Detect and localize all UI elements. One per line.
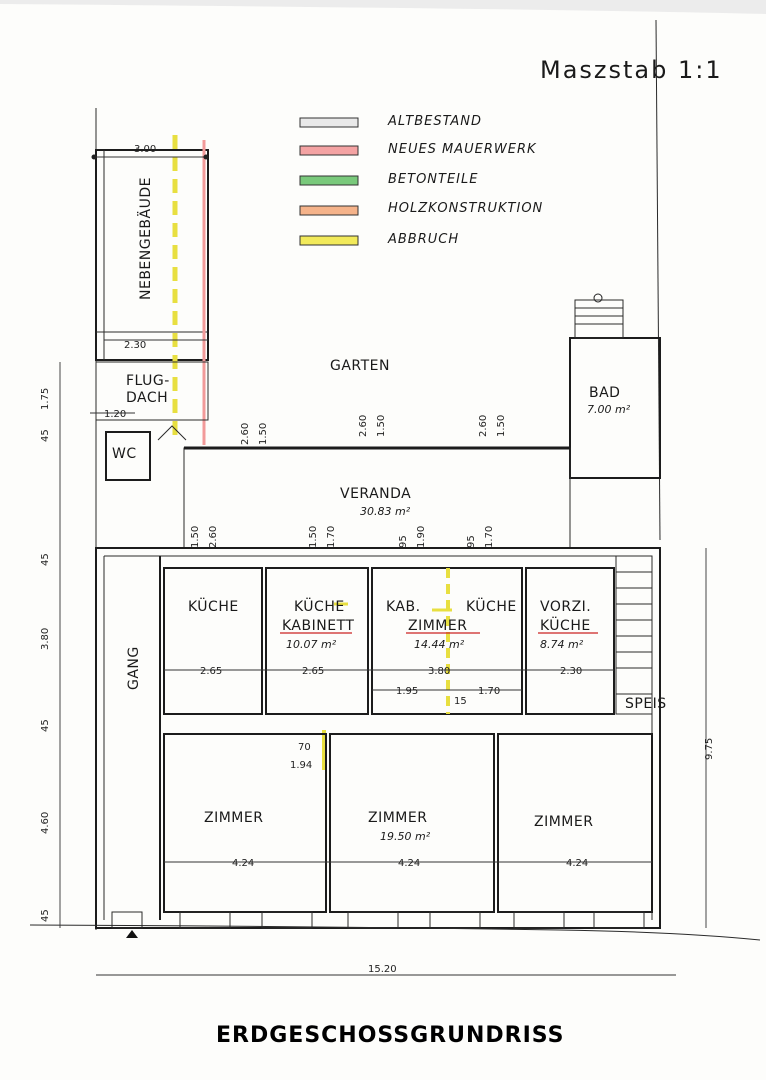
dim-door4-a: 95 bbox=[466, 535, 477, 548]
room-label-zimmer-mid: ZIMMER bbox=[408, 618, 467, 634]
dim-door3-a: 95 bbox=[398, 535, 409, 548]
dim-total-width: 15.20 bbox=[368, 964, 397, 975]
room-label-kueche-2: KÜCHE bbox=[294, 597, 345, 615]
dim-wall-15: 15 bbox=[454, 696, 467, 707]
legend-label-altbestand: ALTBESTAND bbox=[387, 114, 482, 129]
area-bad: 7.00 m² bbox=[587, 403, 631, 416]
legend-swatch-betonteile bbox=[299, 175, 359, 186]
dim-win3-b: 1.50 bbox=[496, 415, 507, 437]
room-label-kab: KAB. bbox=[386, 599, 421, 615]
dim-left-45c: 45 bbox=[40, 719, 51, 732]
dim-door5-a: 70 bbox=[298, 742, 311, 753]
room-label-bad: BAD bbox=[589, 385, 620, 401]
legend-swatch-altbestand bbox=[299, 117, 359, 128]
legend: ALTBESTAND NEUES MAUERWERK BETONTEILE HO… bbox=[299, 114, 543, 247]
room-zimmer-1 bbox=[163, 733, 327, 913]
drawing-title: ERDGESCHOSSGRUNDRISS bbox=[216, 1023, 565, 1048]
area-kabinett: 10.07 m² bbox=[286, 638, 337, 651]
dim-win1-a: 2.60 bbox=[240, 423, 251, 445]
area-zimmer-mid: 14.44 m² bbox=[414, 638, 465, 651]
dim-win3-a: 2.60 bbox=[478, 415, 489, 437]
dim-width-zimmer-2: 4.24 bbox=[398, 858, 420, 869]
room-label-garten: GARTEN bbox=[330, 358, 390, 374]
street-windows bbox=[111, 911, 645, 929]
room-label-gang: GANG bbox=[126, 646, 142, 690]
legend-label-holzkonstruktion: HOLZKONSTRUKTION bbox=[388, 201, 543, 216]
dim-width-zimmer-3: 4.24 bbox=[566, 858, 588, 869]
dim-width-170: 1.70 bbox=[478, 686, 500, 697]
stair-treads bbox=[616, 571, 652, 669]
room-label-kueche-3: KÜCHE bbox=[466, 597, 517, 615]
nebengebaeude: NEBENGEBÄUDE bbox=[95, 135, 209, 445]
legend-swatch-holzkonstruktion bbox=[299, 205, 359, 216]
dim-left-175: 1.75 bbox=[40, 388, 51, 410]
room-vorzimmer bbox=[525, 567, 615, 715]
room-label-zimmer-1: ZIMMER bbox=[204, 810, 263, 826]
area-zimmer-2: 19.50 m² bbox=[380, 830, 431, 843]
room-label-nebengebaeude: NEBENGEBÄUDE bbox=[136, 177, 154, 300]
bad-entry-steps bbox=[574, 299, 624, 339]
room-label-speis: SPEIS bbox=[625, 696, 667, 712]
dim-flug-width: 1.20 bbox=[104, 409, 126, 420]
room-zimmer-3 bbox=[497, 733, 653, 913]
dim-door2-b: 1.70 bbox=[326, 526, 337, 548]
dim-width-195: 1.95 bbox=[396, 686, 418, 697]
dim-width-zimmer-mid: 3.80 bbox=[428, 666, 450, 677]
dim-width-kabinett: 2.65 bbox=[302, 666, 324, 677]
dim-neb-top: 3.00 bbox=[134, 144, 156, 155]
paper-shadow bbox=[0, 0, 766, 14]
dim-left-380: 3.80 bbox=[40, 628, 51, 650]
dim-right-975: 9.75 bbox=[704, 738, 715, 760]
staircase bbox=[615, 555, 653, 695]
room-label-flugdach: FLUG- bbox=[126, 373, 170, 389]
legend-swatch-abbruch bbox=[299, 235, 359, 246]
street-line bbox=[29, 924, 761, 941]
dim-left-45d: 45 bbox=[40, 909, 51, 922]
dim-width-vorzi: 2.30 bbox=[560, 666, 582, 677]
room-zimmer-2 bbox=[329, 733, 495, 913]
dim-left-45b: 45 bbox=[40, 553, 51, 566]
room-label-kueche-4: KÜCHE bbox=[540, 616, 591, 634]
wc-door-symbol bbox=[157, 425, 187, 441]
area-kueche-4: 8.74 m² bbox=[540, 638, 584, 651]
scale-label: Maszstab 1:1 bbox=[540, 56, 723, 84]
legend-label-abbruch: ABBRUCH bbox=[387, 232, 459, 247]
speis-room bbox=[615, 693, 653, 715]
dim-width-kueche-1: 2.65 bbox=[200, 666, 222, 677]
room-kabinett bbox=[265, 567, 369, 715]
room-label-kabinett: KABINETT bbox=[282, 618, 354, 634]
dim-door3-b: 1.90 bbox=[416, 526, 427, 548]
dim-door1-b: 2.60 bbox=[208, 526, 219, 548]
room-label-vorzi: VORZI. bbox=[540, 599, 591, 615]
entrance-marker-icon bbox=[126, 930, 138, 938]
dim-win1-b: 1.50 bbox=[258, 423, 269, 445]
room-label-wc: WC bbox=[112, 446, 137, 462]
room-label-veranda: VERANDA bbox=[340, 486, 411, 502]
wc-room bbox=[105, 431, 151, 481]
dim-neb-bottom: 2.30 bbox=[124, 340, 146, 351]
legend-swatch-neues-mauerwerk bbox=[299, 145, 359, 156]
room-label-zimmer-2: ZIMMER bbox=[368, 810, 427, 826]
dim-door1-a: 1.50 bbox=[190, 526, 201, 548]
flugdach-area bbox=[95, 361, 209, 421]
dim-left-460: 4.60 bbox=[40, 812, 51, 834]
dim-door5-b: 1.94 bbox=[290, 760, 312, 771]
room-label-flugdach-2: DACH bbox=[126, 390, 168, 406]
dim-door4-b: 1.70 bbox=[484, 526, 495, 548]
room-label-zimmer-3: ZIMMER bbox=[534, 814, 593, 830]
legend-label-betonteile: BETONTEILE bbox=[388, 172, 478, 187]
room-kueche-1 bbox=[163, 567, 263, 715]
area-veranda: 30.83 m² bbox=[360, 505, 411, 518]
dim-width-zimmer-1: 4.24 bbox=[232, 858, 254, 869]
dim-left-45a: 45 bbox=[40, 429, 51, 442]
legend-label-neues-mauerwerk: NEUES MAUERWERK bbox=[388, 142, 537, 157]
dim-win2-b: 1.50 bbox=[376, 415, 387, 437]
dim-door2-a: 1.50 bbox=[308, 526, 319, 548]
dim-win2-a: 2.60 bbox=[358, 415, 369, 437]
room-label-kueche-1: KÜCHE bbox=[188, 597, 239, 615]
